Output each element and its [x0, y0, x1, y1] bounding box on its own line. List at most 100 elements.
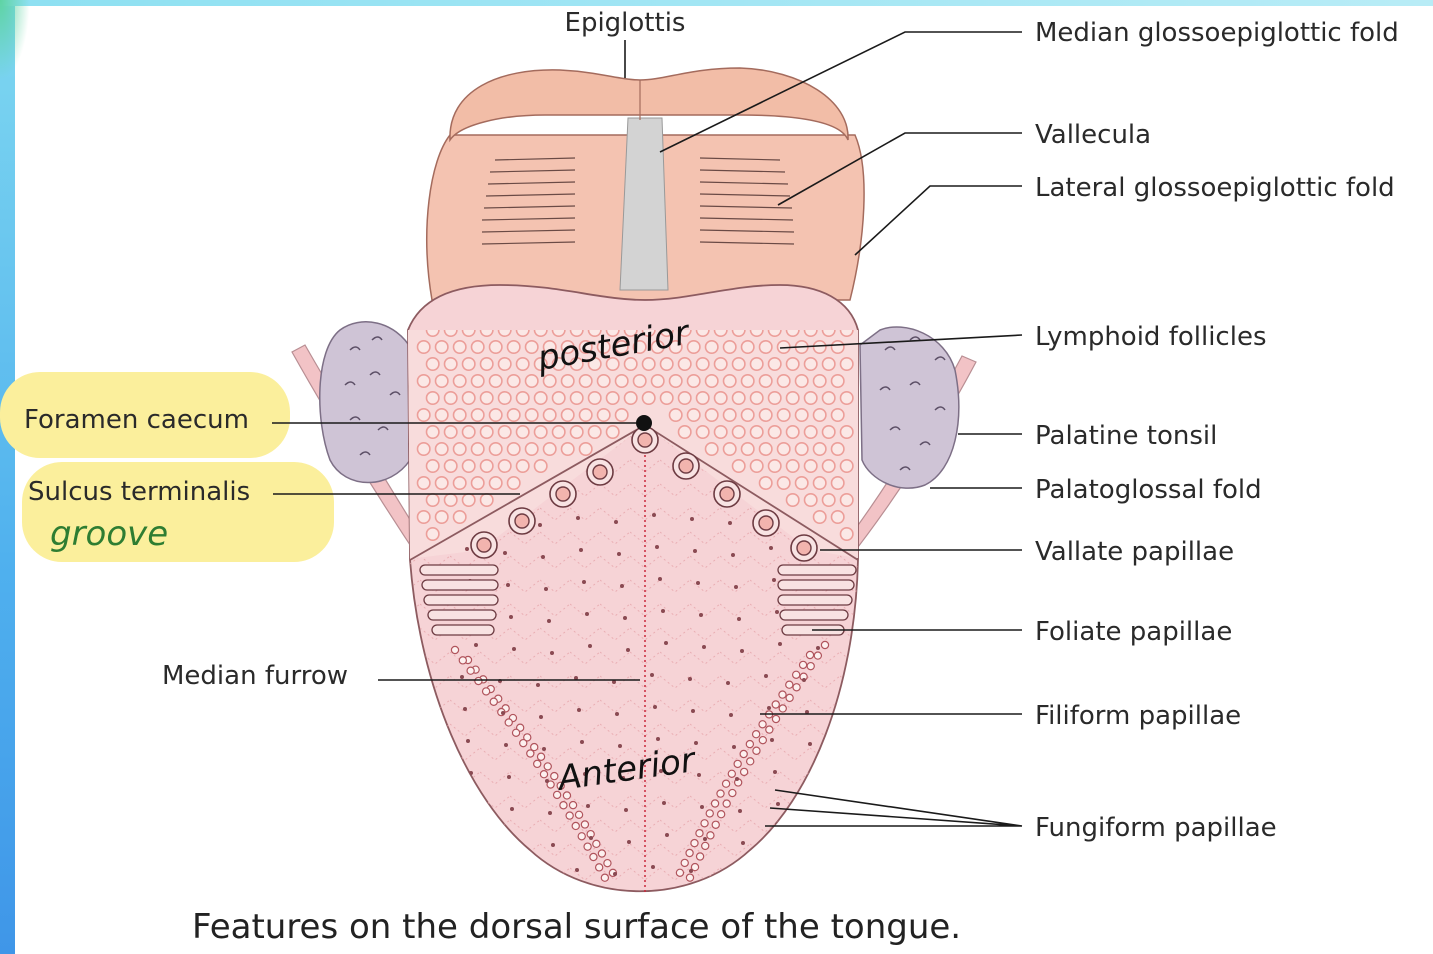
lymphoid-follicle: [760, 477, 772, 489]
filiform-papilla: [691, 709, 695, 713]
lymphoid-follicle: [787, 358, 799, 370]
filiform-papilla: [650, 673, 654, 677]
lymphoid-follicle: [751, 392, 763, 404]
label-vallecula: Vallecula: [1035, 120, 1151, 150]
lymphoid-follicle: [418, 409, 430, 421]
filiform-papilla: [808, 742, 812, 746]
fungiform-papilla: [584, 843, 591, 850]
lymphoid-follicle: [607, 392, 619, 404]
fungiform-papilla: [786, 694, 793, 701]
filiform-papilla: [661, 609, 665, 613]
lymphoid-follicle: [436, 511, 448, 523]
filiform-papilla: [472, 803, 476, 807]
filiform-papilla: [541, 555, 545, 559]
fungiform-papilla: [722, 780, 729, 787]
lymphoid-follicle: [841, 528, 853, 540]
lymphoid-follicle: [562, 443, 574, 455]
filiform-papilla: [665, 833, 669, 837]
lymphoid-follicle: [751, 426, 763, 438]
vallate-papilla-core: [556, 487, 570, 501]
lymphoid-follicle: [841, 358, 853, 370]
lymphoid-follicle: [823, 494, 835, 506]
lymphoid-follicle: [697, 426, 709, 438]
fungiform-papilla: [596, 864, 603, 871]
lymphoid-follicle: [436, 341, 448, 353]
filiform-papilla: [653, 705, 657, 709]
fungiform-papilla: [759, 737, 766, 744]
lymphoid-follicle: [814, 477, 826, 489]
filiform-papilla: [536, 683, 540, 687]
fungiform-papilla: [766, 726, 773, 733]
fungiform-papilla: [534, 760, 541, 767]
label-median-glossoepiglottic-fold: Median glossoepiglottic fold: [1035, 18, 1399, 48]
lymphoid-follicle: [724, 341, 736, 353]
lymphoid-follicle: [481, 358, 493, 370]
lymphoid-follicle: [796, 409, 808, 421]
lymphoid-follicle: [427, 460, 439, 472]
lymphoid-follicle: [562, 375, 574, 387]
lymphoid-follicle: [778, 443, 790, 455]
lymphoid-follicle: [481, 460, 493, 472]
filiform-papilla: [577, 708, 581, 712]
lymphoid-follicle: [769, 426, 781, 438]
lymphoid-follicle: [742, 409, 754, 421]
lymphoid-follicle: [436, 409, 448, 421]
lymphoid-follicle: [463, 358, 475, 370]
filiform-papilla: [586, 804, 590, 808]
filiform-papilla: [626, 648, 630, 652]
lymphoid-follicle: [418, 443, 430, 455]
lymphoid-follicle: [517, 358, 529, 370]
filiform-papilla: [732, 745, 736, 749]
lymphoid-follicle: [454, 409, 466, 421]
lymphoid-follicle: [418, 341, 430, 353]
lymphoid-follicle: [652, 375, 664, 387]
filiform-papilla: [729, 713, 733, 717]
filiform-papilla: [504, 743, 508, 747]
label-lymphoid-follicles: Lymphoid follicles: [1035, 322, 1267, 352]
lymphoid-follicle: [499, 460, 511, 472]
lymphoid-follicle: [454, 477, 466, 489]
lymphoid-follicle: [580, 375, 592, 387]
filiform-papilla: [765, 866, 769, 870]
fungiform-papilla: [520, 740, 527, 747]
fungiform-papilla: [490, 698, 497, 705]
filiform-papilla: [738, 809, 742, 813]
lymphoid-follicle: [445, 426, 457, 438]
label-epiglottis: Epiglottis: [565, 8, 686, 38]
filiform-papilla: [699, 613, 703, 617]
lymphoid-follicle: [499, 392, 511, 404]
fungiform-papilla: [753, 747, 760, 754]
filiform-papilla: [702, 645, 706, 649]
lymphoid-follicle: [571, 392, 583, 404]
lymphoid-follicle: [832, 443, 844, 455]
filiform-papilla: [580, 740, 584, 744]
label-filiform-papillae: Filiform papillae: [1035, 701, 1241, 731]
fungiform-papilla: [540, 771, 547, 778]
lymphoid-follicle: [805, 460, 817, 472]
filiform-papilla: [767, 706, 771, 710]
lymphoid-follicle: [481, 426, 493, 438]
fungiform-papilla: [451, 646, 458, 653]
lymphoid-follicle: [535, 392, 547, 404]
fungiform-papilla: [537, 753, 544, 760]
lymphoid-follicle: [472, 443, 484, 455]
filiform-papilla: [617, 552, 621, 556]
filiform-papilla: [697, 773, 701, 777]
fungiform-papilla: [505, 719, 512, 726]
filiform-papilla: [770, 738, 774, 742]
filiform-papilla: [506, 583, 510, 587]
filiform-papilla: [703, 837, 707, 841]
lymphoid-follicle: [805, 426, 817, 438]
fungiform-papilla: [686, 849, 693, 856]
lymphoid-follicle: [508, 443, 520, 455]
filiform-papilla: [614, 520, 618, 524]
fungiform-papilla: [459, 657, 466, 664]
lymphoid-follicle: [463, 426, 475, 438]
fungiform-papilla: [706, 810, 713, 817]
lymphoid-follicle: [688, 409, 700, 421]
lymphoid-follicle: [463, 460, 475, 472]
fungiform-papilla: [779, 705, 786, 712]
lymphoid-follicle: [616, 375, 628, 387]
fungiform-papilla: [728, 770, 735, 777]
fungiform-papilla: [593, 840, 600, 847]
